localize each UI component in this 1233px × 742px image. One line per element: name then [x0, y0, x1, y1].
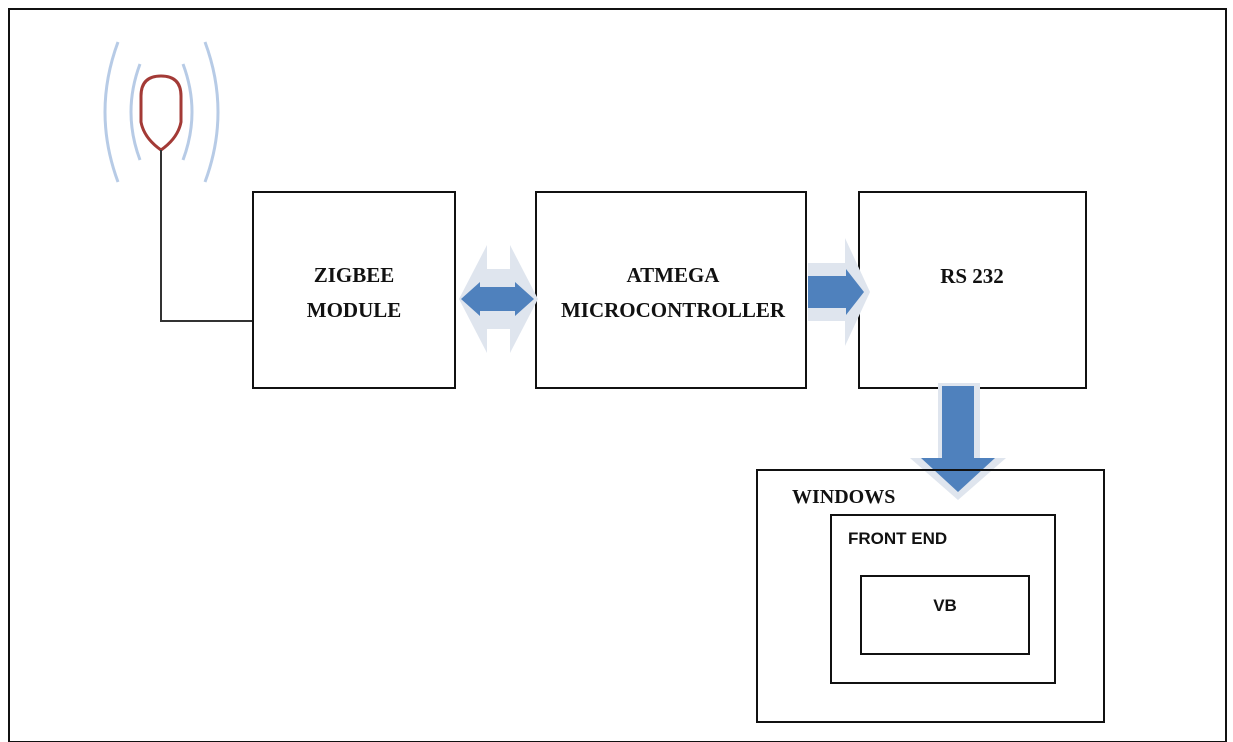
frontend-label: FRONT END [848, 529, 947, 548]
atmega-label-line1: ATMEGA [627, 263, 721, 287]
atmega-label-line2: MICROCONTROLLER [561, 298, 786, 322]
right-arrow [808, 238, 870, 346]
windows-container: WINDOWS [756, 469, 1105, 723]
zigbee-label-line2: MODULE [307, 298, 402, 322]
rs232-block: RS 232 [858, 191, 1087, 389]
rs232-label: RS 232 [940, 264, 1004, 288]
signal-wave-left-outer [103, 41, 120, 183]
down-arrow-body [921, 386, 995, 492]
antenna-body [139, 74, 183, 152]
bidirectional-arrow-body [461, 282, 534, 316]
zigbee-module-block: ZIGBEE MODULE [252, 191, 456, 389]
windows-label: WINDOWS [792, 486, 895, 508]
bidirectional-arrow [459, 245, 538, 353]
vb-container: VB [860, 575, 1030, 655]
vb-label: VB [933, 596, 957, 615]
antenna-icon [103, 41, 253, 322]
signal-wave-left-inner [129, 63, 142, 161]
atmega-block: ATMEGA MICROCONTROLLER [535, 191, 807, 389]
right-arrow-body [808, 269, 864, 315]
antenna-wire [160, 150, 253, 322]
zigbee-label-line1: ZIGBEE [314, 263, 395, 287]
signal-wave-right-inner [181, 63, 194, 161]
signal-wave-right-outer [203, 41, 220, 183]
